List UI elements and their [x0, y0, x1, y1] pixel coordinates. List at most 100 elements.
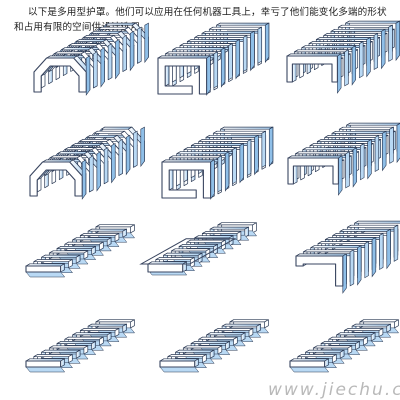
bellows-pleat	[190, 143, 244, 146]
bellows-pleat	[217, 222, 257, 226]
bellows-pleat	[206, 332, 246, 336]
bellows-side-pleat	[264, 22, 270, 64]
bellows-side-pleat	[379, 232, 384, 271]
bellows-pleat	[320, 341, 360, 344]
bellows-side-pleat	[261, 130, 266, 168]
bellows-pleat	[130, 319, 135, 329]
bellows-pleat	[264, 319, 269, 329]
bellows-pleat	[49, 155, 81, 159]
bellows-side-pleat	[344, 49, 349, 87]
bellows-pleat	[60, 47, 93, 51]
bellows-side-pleat	[396, 123, 400, 164]
bellows-side-pleat	[374, 134, 380, 173]
bellows-pleat	[75, 349, 81, 359]
bellows-pleat	[345, 20, 400, 24]
bellows-side-pleat	[93, 51, 98, 89]
bellows-pleat	[305, 349, 345, 353]
bellows-side-pleat	[342, 253, 347, 294]
bellows-pleat	[332, 354, 337, 364]
bellows-side-pleat	[228, 43, 233, 81]
bellows-pleat	[330, 28, 386, 32]
bellows-pleat	[41, 254, 81, 258]
bellows-pleat	[213, 328, 254, 331]
bellows-pleat	[82, 35, 115, 38]
bellows-pleat	[91, 246, 96, 255]
bellows-side-pleat	[118, 138, 123, 177]
intro-line-2: 和占用有限的空间供设计选用。	[14, 22, 150, 33]
bellows-pleat	[236, 231, 242, 242]
bellows-end-plate	[25, 360, 62, 368]
bellows-pleat	[294, 151, 350, 155]
bellows-pleat	[182, 345, 223, 349]
bellows-pleat	[343, 328, 384, 331]
bellows-side-pleat	[144, 22, 149, 64]
bellows-pleat	[41, 349, 81, 353]
bellows-side-pleat	[129, 30, 135, 72]
bellows-pleat	[194, 35, 248, 38]
bellows-side-pleat	[107, 43, 113, 81]
bellows-pleat	[99, 241, 104, 251]
bellows-side-pleat	[115, 38, 120, 80]
bellows-end-plate	[287, 157, 339, 185]
bellows-pleat	[75, 254, 81, 264]
bellows-pleat	[229, 319, 269, 323]
bellows-pleat	[114, 233, 120, 242]
bellows-side-pleat	[235, 38, 240, 80]
bellows-pleat	[221, 323, 261, 327]
bellows-pleat	[87, 228, 127, 232]
bellows-pleat	[378, 328, 384, 337]
bellows-pleat	[328, 336, 368, 340]
bellows-side-pleat	[352, 147, 358, 188]
bellows-side-pleat	[250, 30, 255, 72]
bellows-pleat	[33, 259, 73, 263]
bellows-pleat	[363, 336, 368, 346]
bellows-side-pleat	[100, 47, 105, 88]
intro-text: 以下是多用型护罩。他们可以应用在任何机器工具上，幸亏了他们能变化多端的形状 和占…	[14, 5, 394, 35]
bellows-underside	[25, 366, 66, 373]
bellows-pleat	[71, 143, 103, 146]
bellows-side-pleat	[213, 51, 218, 89]
bellows-pleat	[359, 319, 399, 323]
bellows-pleat	[351, 323, 391, 327]
bellows-pleat	[208, 26, 262, 30]
bellows-side-pleat	[257, 26, 262, 64]
bellows-pleat	[346, 224, 399, 228]
bellows-pleat	[48, 250, 89, 254]
bellows-pleat	[324, 237, 377, 240]
bellows-side-pleat	[217, 155, 222, 193]
bellows-side-pleat	[254, 134, 259, 176]
bellows-pleat	[293, 49, 349, 53]
bellows-side-pleat	[389, 126, 394, 164]
bellows-pleat	[48, 345, 89, 349]
bellows-side-pleat	[366, 36, 371, 78]
bellows-pleat	[336, 332, 376, 336]
bellows-pleat	[316, 139, 372, 142]
bellows-pleat	[83, 345, 89, 355]
bellows-cover-plain-icon	[25, 319, 136, 373]
bellows-pleat	[130, 224, 135, 234]
bellows-pleat	[386, 323, 391, 333]
watermark: www.jiechu.cn	[268, 380, 400, 400]
bellows-cover-channel-icon	[157, 22, 270, 96]
bellows-pleat	[292, 61, 297, 83]
bellows-pleat	[194, 235, 234, 239]
bellows-pleat	[186, 39, 240, 42]
bellows-pleat	[90, 30, 122, 34]
bellows-pleat	[323, 33, 379, 36]
bellows-pleat	[95, 319, 135, 323]
bellows-pleat	[331, 130, 387, 134]
bellows-pleat	[72, 237, 112, 241]
bellows-end-plate	[157, 57, 208, 95]
bellows-pleat	[104, 22, 137, 26]
bellows-end-plate	[29, 161, 83, 197]
bellows-pleat	[100, 126, 133, 130]
bellows-pleat	[310, 245, 362, 249]
bellows-pleat	[201, 231, 242, 234]
bellows-pleat	[205, 134, 259, 138]
bellows-pleat	[240, 332, 246, 342]
bellows-pleat	[83, 250, 89, 260]
bellows-side-pleat	[89, 155, 94, 193]
bellows-side-pleat	[381, 28, 386, 70]
bellows-pleat	[155, 257, 195, 261]
